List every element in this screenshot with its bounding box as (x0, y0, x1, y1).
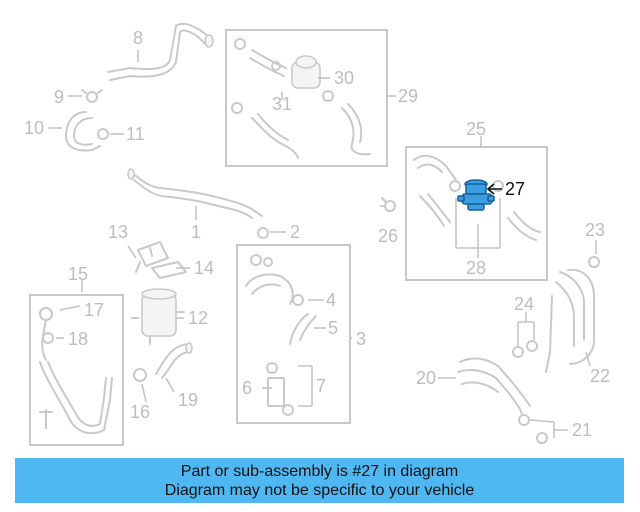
clamp-2 (257, 227, 269, 239)
callout-3[interactable]: 3 (356, 329, 366, 349)
hose-19 (155, 342, 193, 379)
callout-16[interactable]: 16 (130, 402, 150, 422)
callout-29[interactable]: 29 (398, 86, 418, 106)
callout-21[interactable]: 21 (572, 420, 592, 440)
callout-24[interactable]: 24 (514, 294, 534, 314)
callout-10[interactable]: 10 (24, 118, 44, 138)
clamp-9 (81, 89, 103, 103)
banner-line-1: Part or sub-assembly is #27 in diagram (180, 462, 459, 480)
callout-19[interactable]: 19 (178, 390, 198, 410)
callout-5[interactable]: 5 (328, 318, 338, 338)
box25-parts (413, 154, 541, 241)
box29-parts (231, 38, 371, 159)
callout-13[interactable]: 13 (108, 222, 128, 242)
callout-7[interactable]: 7 (316, 376, 326, 396)
callout-23[interactable]: 23 (585, 220, 605, 240)
callout-15[interactable]: 15 (68, 264, 88, 284)
hose-8 (107, 22, 214, 81)
callout-31[interactable]: 31 (272, 94, 292, 114)
callout-12[interactable]: 12 (188, 308, 208, 328)
callout-18[interactable]: 18 (68, 329, 88, 349)
clamp-11 (97, 128, 109, 140)
banner-line-2: Diagram may not be specific to your vehi… (164, 481, 475, 499)
callout-8[interactable]: 8 (133, 28, 143, 48)
info-banner: Part or sub-assembly is #27 in diagram D… (15, 458, 624, 503)
pipe-20 (457, 357, 531, 415)
part-26 (381, 197, 396, 212)
callout-28[interactable]: 28 (466, 258, 486, 278)
callout-numbers: 8 9 10 11 1 2 13 14 12 16 19 15 17 18 30… (24, 28, 610, 440)
leader-27 (486, 183, 502, 195)
callout-2[interactable]: 2 (290, 222, 300, 242)
box-25 (405, 146, 548, 281)
bracket-13 (135, 241, 169, 273)
highlighted-part-27[interactable] (457, 179, 495, 211)
callout-27[interactable]: 27 (505, 179, 525, 199)
callout-25[interactable]: 25 (466, 119, 486, 139)
callout-22[interactable]: 22 (590, 366, 610, 386)
box15-parts (39, 307, 113, 435)
box3-parts (245, 254, 317, 416)
bracket-14 (151, 261, 187, 279)
callout-30[interactable]: 30 (334, 68, 354, 88)
pipe-22 (545, 268, 595, 373)
callout-14[interactable]: 14 (194, 258, 214, 278)
clamp-16 (133, 368, 147, 382)
clamps-21 (518, 414, 548, 444)
box-3 (236, 244, 351, 424)
callout-4[interactable]: 4 (326, 290, 336, 310)
callout-17[interactable]: 17 (84, 300, 104, 320)
callout-1[interactable]: 1 (191, 222, 201, 242)
clamp-23 (588, 256, 600, 268)
callout-11[interactable]: 11 (126, 124, 145, 144)
callout-26[interactable]: 26 (378, 226, 398, 246)
hose-10 (65, 111, 101, 152)
box-15 (29, 294, 124, 446)
callout-6[interactable]: 6 (242, 378, 252, 398)
callout-9[interactable]: 9 (54, 87, 64, 107)
leader-lines (48, 50, 597, 438)
box-29 (225, 29, 388, 167)
callout-20[interactable]: 20 (416, 368, 436, 388)
clamps-24 (512, 340, 538, 358)
hose-1 (127, 168, 263, 219)
pump-12 (131, 288, 185, 345)
